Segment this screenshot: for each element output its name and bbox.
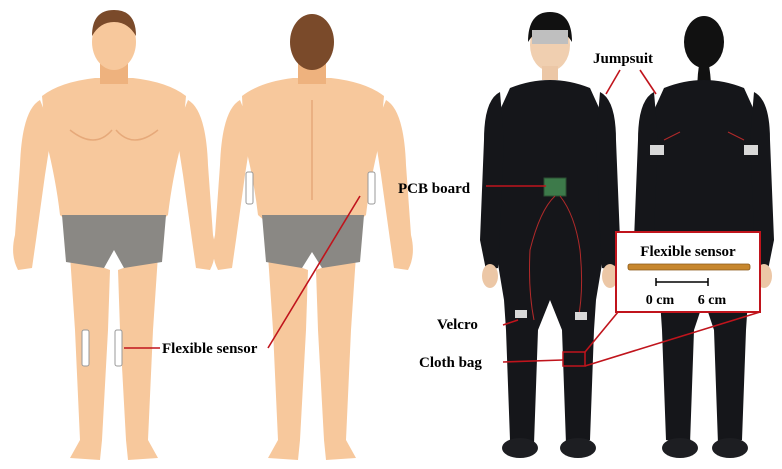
- flexible-sensor-label: Flexible sensor: [162, 341, 258, 357]
- front-body-illustration: [13, 10, 215, 460]
- cloth-bag-label: Cloth bag: [419, 355, 482, 371]
- sensor-strip: [628, 264, 750, 270]
- inset-title: Flexible sensor: [640, 244, 736, 260]
- sensor-inset: Flexible sensor 0 cm 6 cm: [616, 232, 760, 312]
- jumpsuit-front-photo: [480, 12, 620, 458]
- back-body-illustration: [213, 14, 413, 460]
- scale-start-label: 0 cm: [646, 293, 675, 308]
- pcb-board-graphic: [544, 178, 566, 196]
- face-blur-box: [532, 30, 568, 44]
- velcro-label: Velcro: [437, 317, 478, 333]
- scale-end-label: 6 cm: [698, 293, 727, 308]
- pcb-board-label: PCB board: [398, 181, 471, 197]
- jumpsuit-label: Jumpsuit: [593, 51, 653, 67]
